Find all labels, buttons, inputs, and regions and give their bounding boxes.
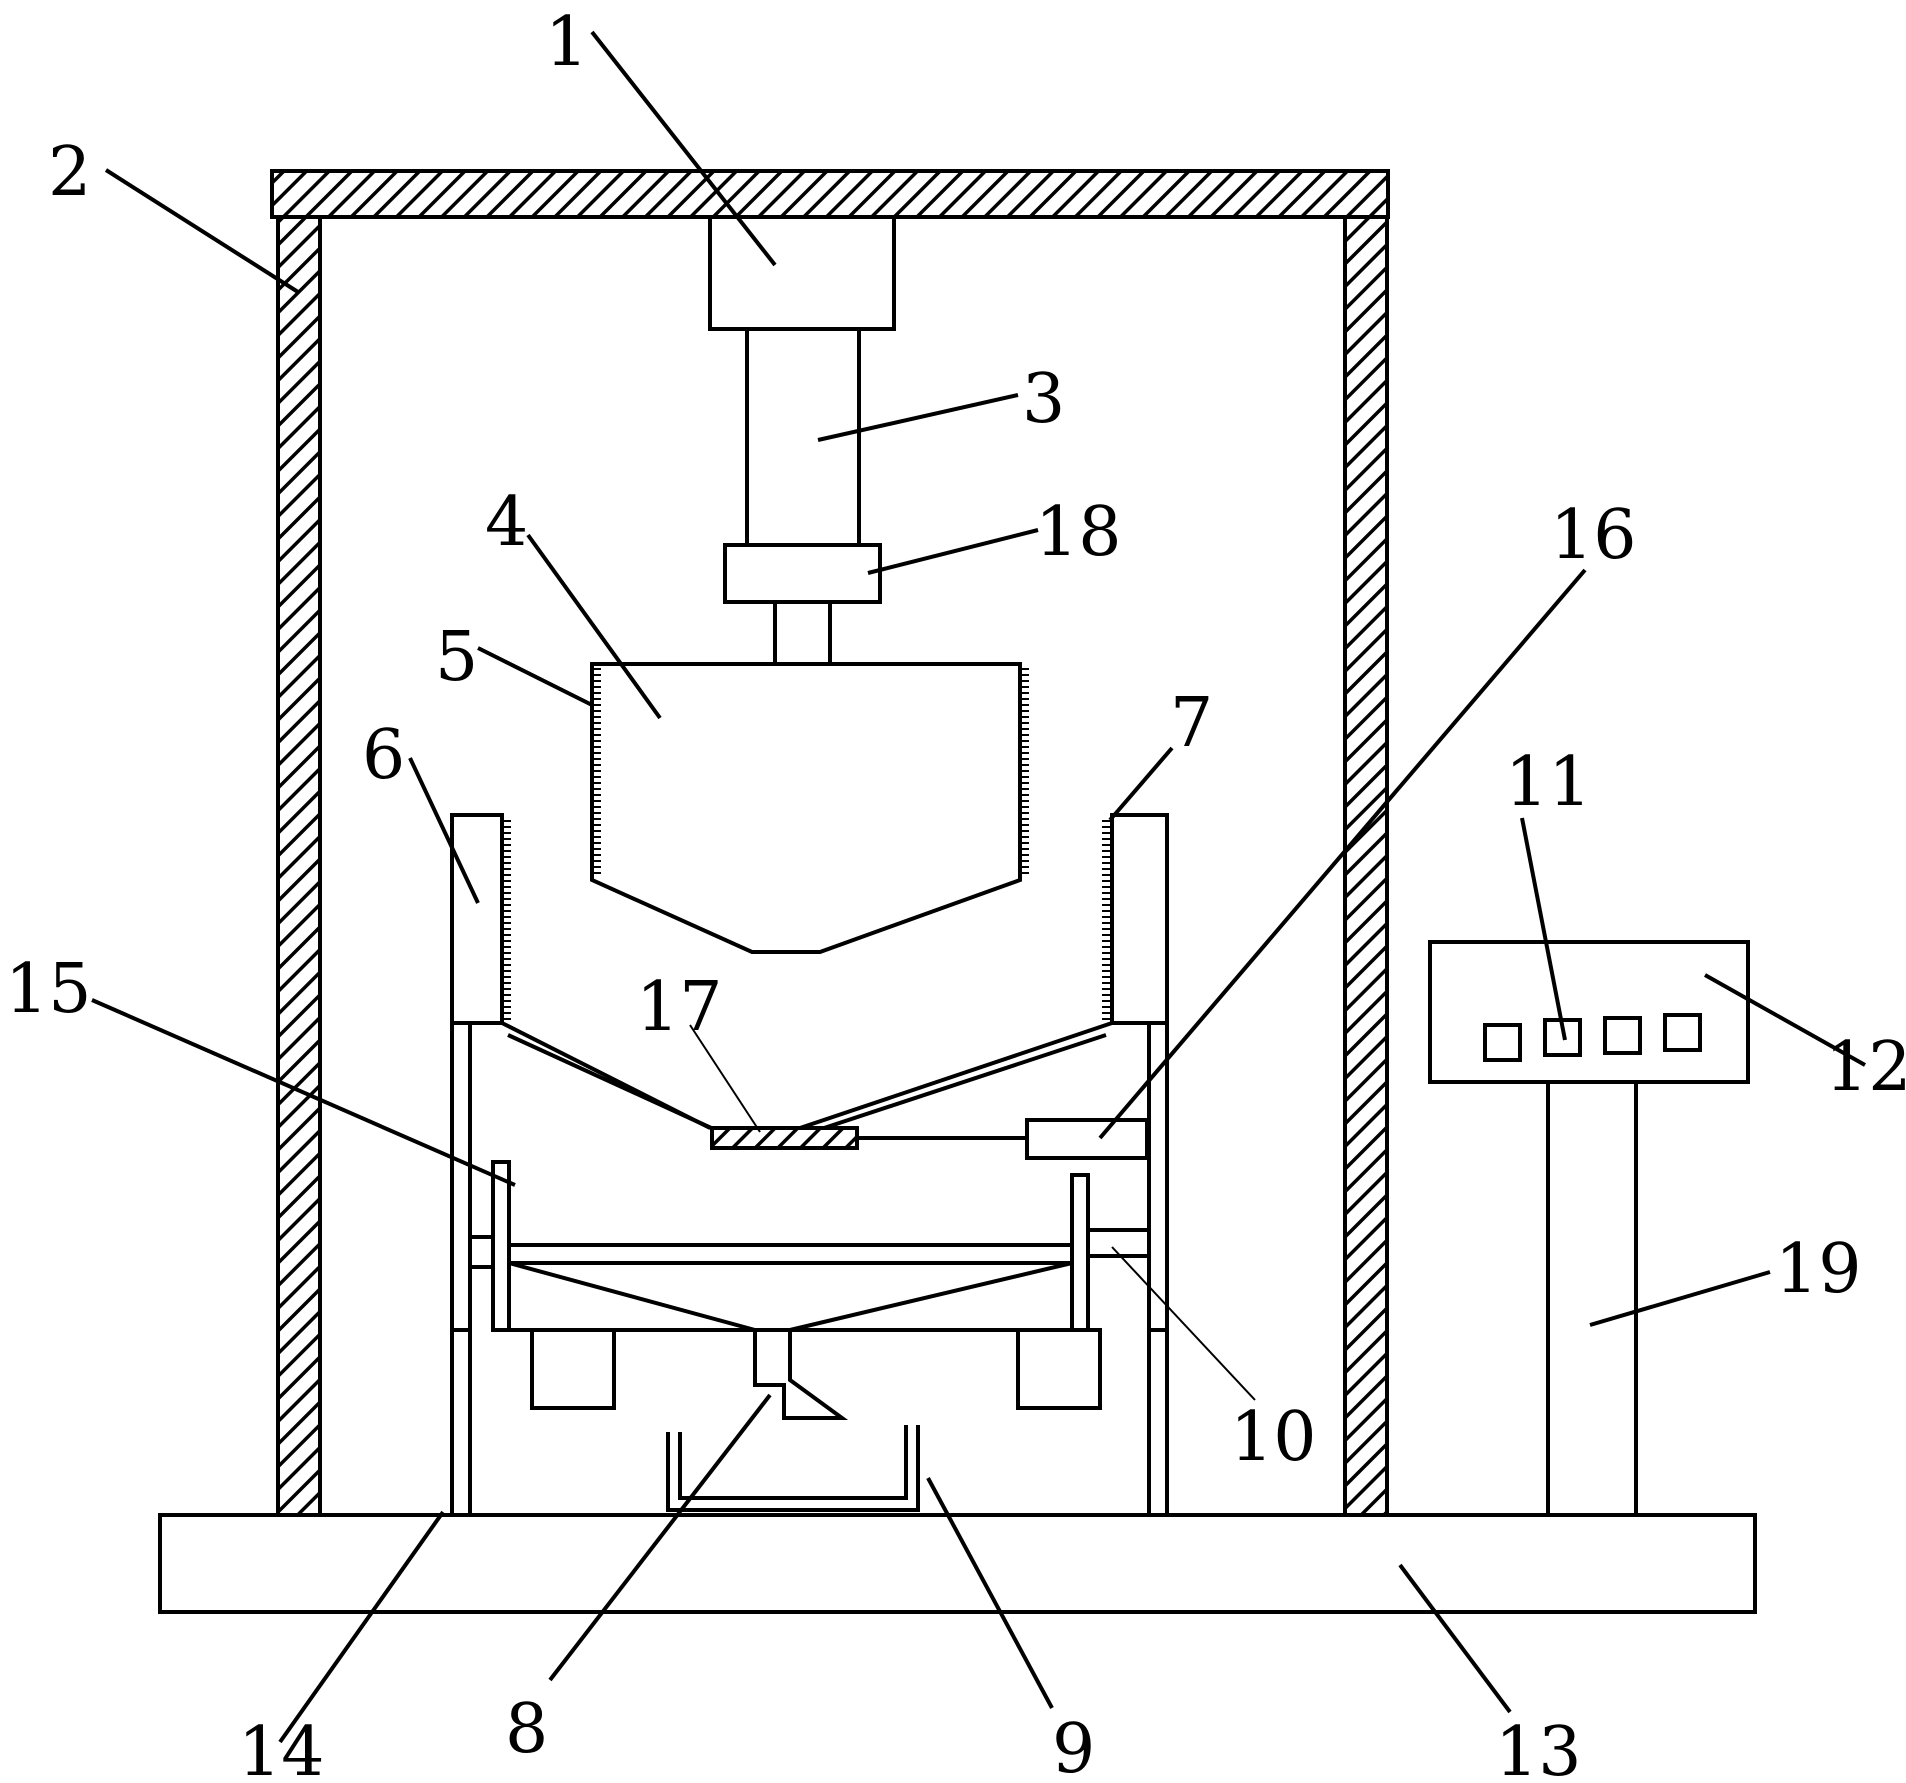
leader-18: [867, 528, 1039, 575]
leader-19: [1589, 1270, 1771, 1327]
leader-5: [477, 646, 593, 707]
label-7: 7: [1170, 684, 1213, 763]
label-8: 8: [505, 1690, 548, 1769]
right-connector: [1086, 1228, 1151, 1258]
coupling: [723, 543, 882, 604]
leader-13: [1398, 1563, 1512, 1714]
sieve-side-right: [1070, 1173, 1090, 1332]
leader-11: [1520, 817, 1567, 1041]
label-19: 19: [1775, 1230, 1862, 1309]
leader-12: [1704, 973, 1866, 1067]
discharge-spout: [753, 1328, 849, 1420]
control-stand: [1546, 1080, 1638, 1517]
right-vibrator: [1016, 1328, 1102, 1410]
label-18: 18: [1035, 493, 1122, 572]
left-wall: [450, 813, 504, 1025]
press-head: [590, 662, 1022, 954]
funnel-right-outer: [799, 1021, 1113, 1130]
frame-top-beam: [270, 169, 1390, 219]
collection-tray: [666, 1425, 920, 1512]
label-5: 5: [435, 618, 478, 697]
control-button-3: [1603, 1016, 1642, 1055]
label-13: 13: [1495, 1713, 1582, 1783]
label-9: 9: [1052, 1710, 1095, 1783]
label-15: 15: [5, 950, 92, 1029]
press-shaft: [773, 600, 832, 666]
label-10: 10: [1230, 1398, 1317, 1477]
label-14: 14: [238, 1713, 325, 1783]
label-16: 16: [1550, 496, 1637, 575]
leader-4: [526, 533, 662, 720]
leader-9: [926, 1477, 1054, 1709]
leader-7: [1108, 746, 1174, 822]
leader-2: [104, 168, 300, 294]
control-box: [1428, 940, 1750, 1084]
funnel-left-inner: [507, 1033, 721, 1134]
right-support-leg: [1147, 1021, 1169, 1517]
leader-10: [1111, 1246, 1256, 1401]
label-1: 1: [545, 3, 588, 82]
right-wall: [1110, 813, 1169, 1025]
frame-right-post: [1343, 215, 1389, 1517]
left-vibrator: [530, 1328, 616, 1410]
funnel-right-inner: [811, 1033, 1107, 1134]
label-3: 3: [1022, 360, 1065, 439]
left-support-leg: [450, 1021, 472, 1517]
sieve-side-left: [491, 1160, 511, 1332]
sieve-cone-right: [789, 1261, 1073, 1332]
motor: [708, 215, 896, 331]
label-6: 6: [362, 716, 405, 795]
label-17: 17: [636, 968, 723, 1047]
leader-16: [1098, 568, 1587, 1140]
cylinder: [745, 327, 861, 547]
actuator: [1025, 1118, 1149, 1160]
collection-tray-inner: [678, 1425, 908, 1500]
gate-plate: [710, 1126, 859, 1150]
label-11: 11: [1505, 743, 1592, 822]
sieve-cross-bar: [507, 1243, 1074, 1265]
leader-6: [408, 757, 480, 904]
leader-17: [689, 1024, 761, 1133]
sieve-cone-left: [508, 1261, 756, 1332]
left-connector: [468, 1235, 495, 1269]
label-2: 2: [48, 133, 91, 212]
control-button-1: [1483, 1023, 1522, 1062]
label-4: 4: [485, 483, 528, 562]
leader-3: [817, 393, 1019, 442]
leader-14: [278, 1510, 445, 1744]
label-12: 12: [1825, 1028, 1906, 1107]
leader-15: [91, 998, 516, 1187]
frame-left-post: [276, 215, 322, 1517]
leader-1: [590, 30, 777, 267]
control-button-4: [1663, 1013, 1702, 1052]
leader-8: [548, 1393, 772, 1682]
